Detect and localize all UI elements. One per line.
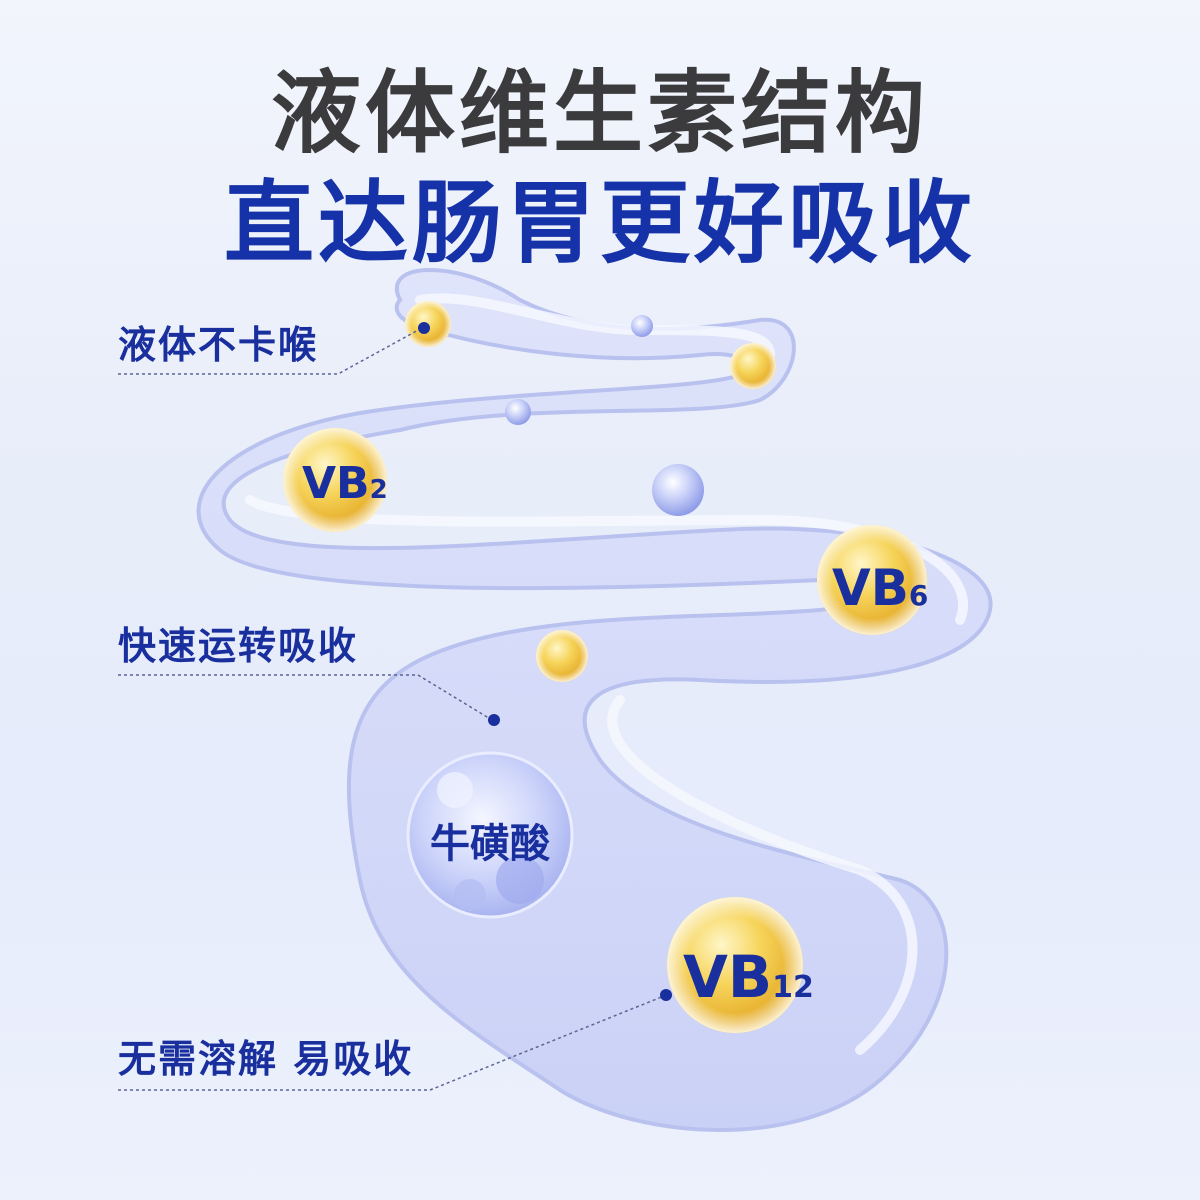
vb6-main: VB (832, 559, 909, 617)
taurine-bubble: 牛磺酸 (406, 751, 574, 919)
headline-top: 液体维生素结构 (271, 61, 929, 166)
vb12-main: VB (683, 943, 772, 1011)
leader-dots (418, 322, 672, 1001)
leader-lines (118, 327, 665, 1091)
vb6-capsule: VB6 (817, 525, 928, 635)
vb2-main: VB (302, 458, 370, 509)
svg-text:VB2: VB2 (302, 458, 388, 509)
svg-text:VB6: VB6 (832, 559, 928, 617)
svg-text:VB12: VB12 (683, 943, 814, 1011)
vb6-sub: 6 (909, 579, 928, 612)
small-bubbles (505, 315, 704, 516)
vb2-capsule: VB2 (283, 428, 388, 532)
vb2-sub: 2 (370, 475, 388, 505)
vb12-sub: 12 (772, 970, 814, 1005)
callout-no-throat-stick: 液体不卡喉 (118, 323, 319, 367)
callout-fast-absorption: 快速运转吸收 (118, 624, 359, 668)
callout-no-dissolve: 无需溶解 易吸收 (118, 1037, 414, 1081)
headline-bottom: 直达肠胃更好吸收 (224, 171, 976, 276)
taurine-label: 牛磺酸 (430, 821, 551, 867)
vb12-capsule: VB12 (667, 897, 814, 1033)
